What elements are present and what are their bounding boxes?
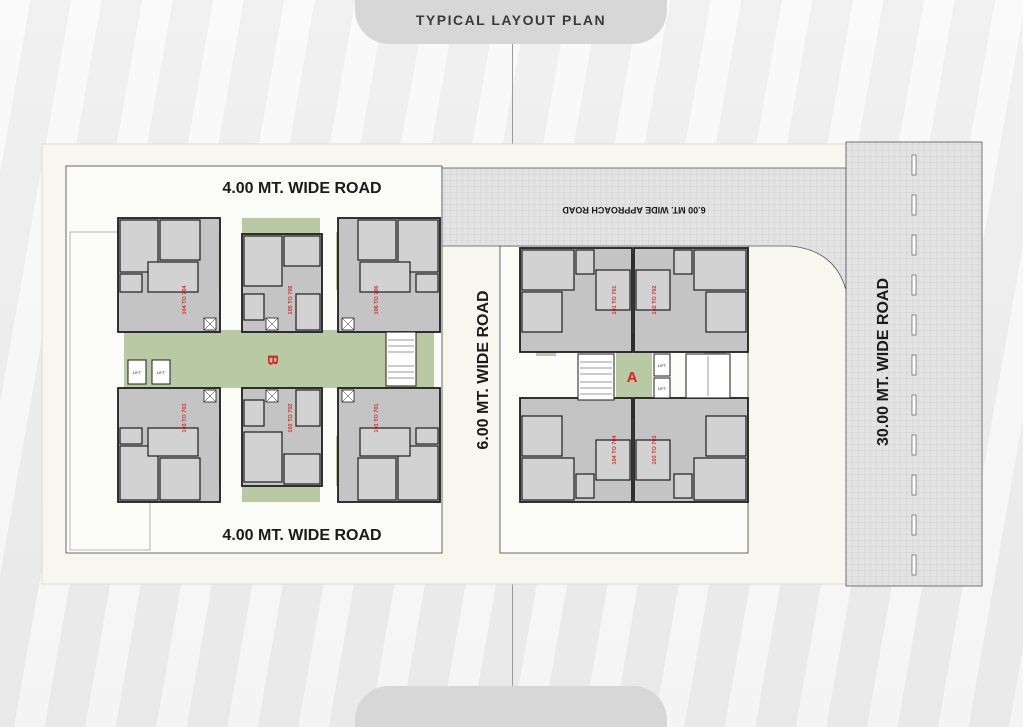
unit-label-b-101: 101 TO 701 — [374, 404, 380, 433]
wing-a: LIFT LIFT 101 TO 701 102 TO 702 104 TO 7… — [519, 247, 749, 503]
unit-label-b-103: 103 TO 703 — [182, 404, 188, 433]
bottom-tab — [355, 686, 667, 727]
wing-a-lift-2-label: LIFT — [658, 386, 667, 391]
unit-label-b-106: 106 TO 706 — [374, 286, 380, 315]
page-title: TYPICAL LAYOUT PLAN — [415, 12, 607, 28]
unit-label-a-101: 101 TO 701 — [612, 286, 618, 315]
unit-label-b-102: 102 TO 702 — [288, 404, 294, 433]
wing-b-staircase — [385, 331, 417, 387]
wing-b-label: B — [264, 355, 281, 366]
wing-b-green — [124, 330, 434, 388]
unit-label-b-105: 105 TO 705 — [288, 286, 294, 315]
road-centre-dashes — [911, 154, 917, 576]
wing-b: LIFT LIFT 104 TO 704 105 TO 705 106 TO 7… — [117, 217, 441, 503]
wing-a-label: A — [627, 369, 638, 386]
wing-b-lift-2 — [151, 359, 171, 385]
wing-b-lift-2-label: LIFT — [157, 370, 166, 375]
wing-a-lift-1 — [653, 353, 671, 377]
road-label-middle: 6.00 MT. WIDE ROAD — [475, 290, 492, 449]
unit-label-a-102: 102 TO 702 — [652, 286, 658, 315]
unit-label-a-104: 104 TO 704 — [612, 435, 618, 465]
road-label-approach: 6.00 MT. WIDE APPROACH ROAD — [562, 205, 706, 215]
wing-a-lift-1-label: LIFT — [658, 363, 667, 368]
road-label-bottom: 4.00 MT. WIDE ROAD — [222, 527, 381, 544]
wing-b-lift-1-label: LIFT — [133, 370, 142, 375]
road-label-top: 4.00 MT. WIDE ROAD — [222, 180, 381, 197]
wing-a-lift-2 — [653, 377, 671, 399]
unit-label-a-103: 103 TO 703 — [652, 436, 658, 465]
wing-b-lift-1 — [127, 359, 147, 385]
title-tab: TYPICAL LAYOUT PLAN — [355, 0, 667, 44]
unit-label-b-104: 104 TO 704 — [182, 285, 188, 315]
wing-a-staircase — [577, 353, 615, 401]
road-label-right: 30.00 MT. WIDE ROAD — [875, 278, 892, 446]
